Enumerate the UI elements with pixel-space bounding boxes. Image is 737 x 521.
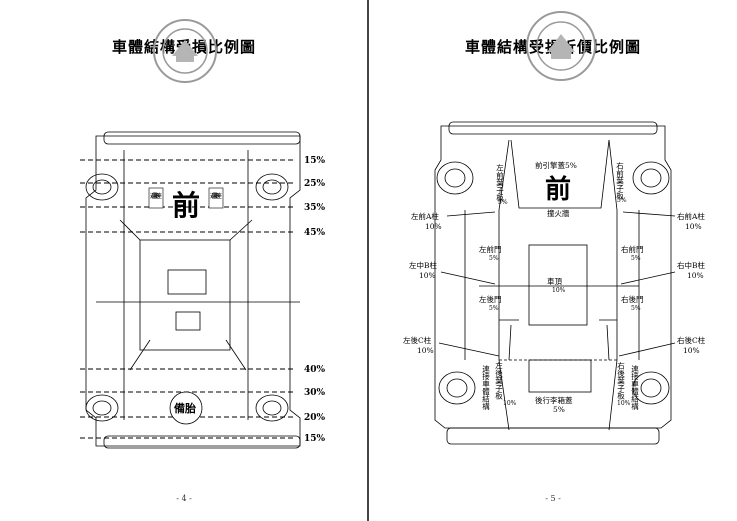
a-pillar-right-label: 右前A柱 [677,211,705,221]
c-pillar-right-pct: 10% [683,346,700,355]
right-front-fender-label: 右前葉子板 [615,161,624,201]
line-label-30: 30% [304,388,326,398]
c-pillar-left-label: 左後C柱 [403,335,432,345]
shock-mount-left: 避震器座 [150,192,162,200]
right-rear-door-label: 右後門 [621,294,644,304]
left-rear-join-label: 連接車體結構 [481,364,490,412]
front-cover-label: 前引擎蓋5% [535,160,577,170]
trunk-lid-pct: 5% [553,405,565,414]
right-page-number: - 5 - [545,494,561,503]
line-label-25: 25% [304,179,326,189]
page-divider [367,0,369,521]
firewall-label: 撞火牆 [547,208,570,218]
a-pillar-left-label: 左前A柱 [411,211,439,221]
line-label-45: 45% [304,228,326,238]
line-label-40: 40% [304,365,326,375]
shock-mount-right: 避震器座 [210,192,222,200]
left-car-diagram: 15% 25% 35% 45% 40% 30% 20% 15% 避震器座 避震器… [80,131,326,449]
a-pillar-right-pct: 10% [685,222,702,231]
right-page: 車體結構受損折價比例圖 [369,0,737,521]
line-label-35: 35% [304,203,326,213]
left-front-door-label: 左前門 [479,244,502,254]
left-rear-fender-label: 左後葉子板 [494,361,503,401]
association-seal-icon [153,19,217,83]
left-rear-door-pct: 5% [489,305,499,312]
right-rear-join-label: 連接車體結構 [630,364,639,412]
b-pillar-right-pct: 10% [687,271,704,280]
left-page-number: - 4 - [176,494,192,503]
right-front-door-label: 右前門 [621,244,644,254]
right-rear-fender-label: 右後葉子板 [616,361,625,401]
spare-tire-label: 備胎 [174,401,196,415]
roof-label: 車頂 [547,276,562,286]
c-pillar-left-pct: 10% [417,346,434,355]
right-rear-fender-pct: 10% [617,400,631,407]
trunk-lid-label: 後行李箱蓋 [535,395,573,405]
right-rear-door-pct: 5% [631,305,641,312]
left-page: 車體結構受損比例圖 [0,0,368,521]
association-seal-icon [526,11,596,81]
b-pillar-left-pct: 10% [419,271,436,280]
line-label-20: 20% [304,413,326,423]
right-front-fender-pct: 5% [617,197,627,204]
a-pillar-left-pct: 10% [425,222,442,231]
c-pillar-right-label: 右後C柱 [677,335,706,345]
roof-pct: 10% [552,287,566,294]
right-car-diagram: 前引擎蓋5% 前 撞火牆 左前葉子板 5% 右前葉子板 5% 左前A柱 10% … [403,121,706,445]
b-pillar-left-label: 左中B柱 [409,260,438,270]
line-label-15-front: 15% [304,156,326,166]
left-front-label: 前 [172,189,200,222]
left-rear-door-label: 左後門 [479,294,502,304]
left-rear-fender-pct: 10% [503,400,517,407]
line-label-15-rear: 15% [304,434,326,444]
left-front-fender-label: 左前葉子板 [495,163,504,203]
right-front-label: 前 [545,174,571,205]
right-front-door-pct: 5% [631,255,641,262]
left-front-door-pct: 5% [489,255,499,262]
b-pillar-right-label: 右中B柱 [677,260,706,270]
left-front-fender-pct: 5% [498,199,508,206]
